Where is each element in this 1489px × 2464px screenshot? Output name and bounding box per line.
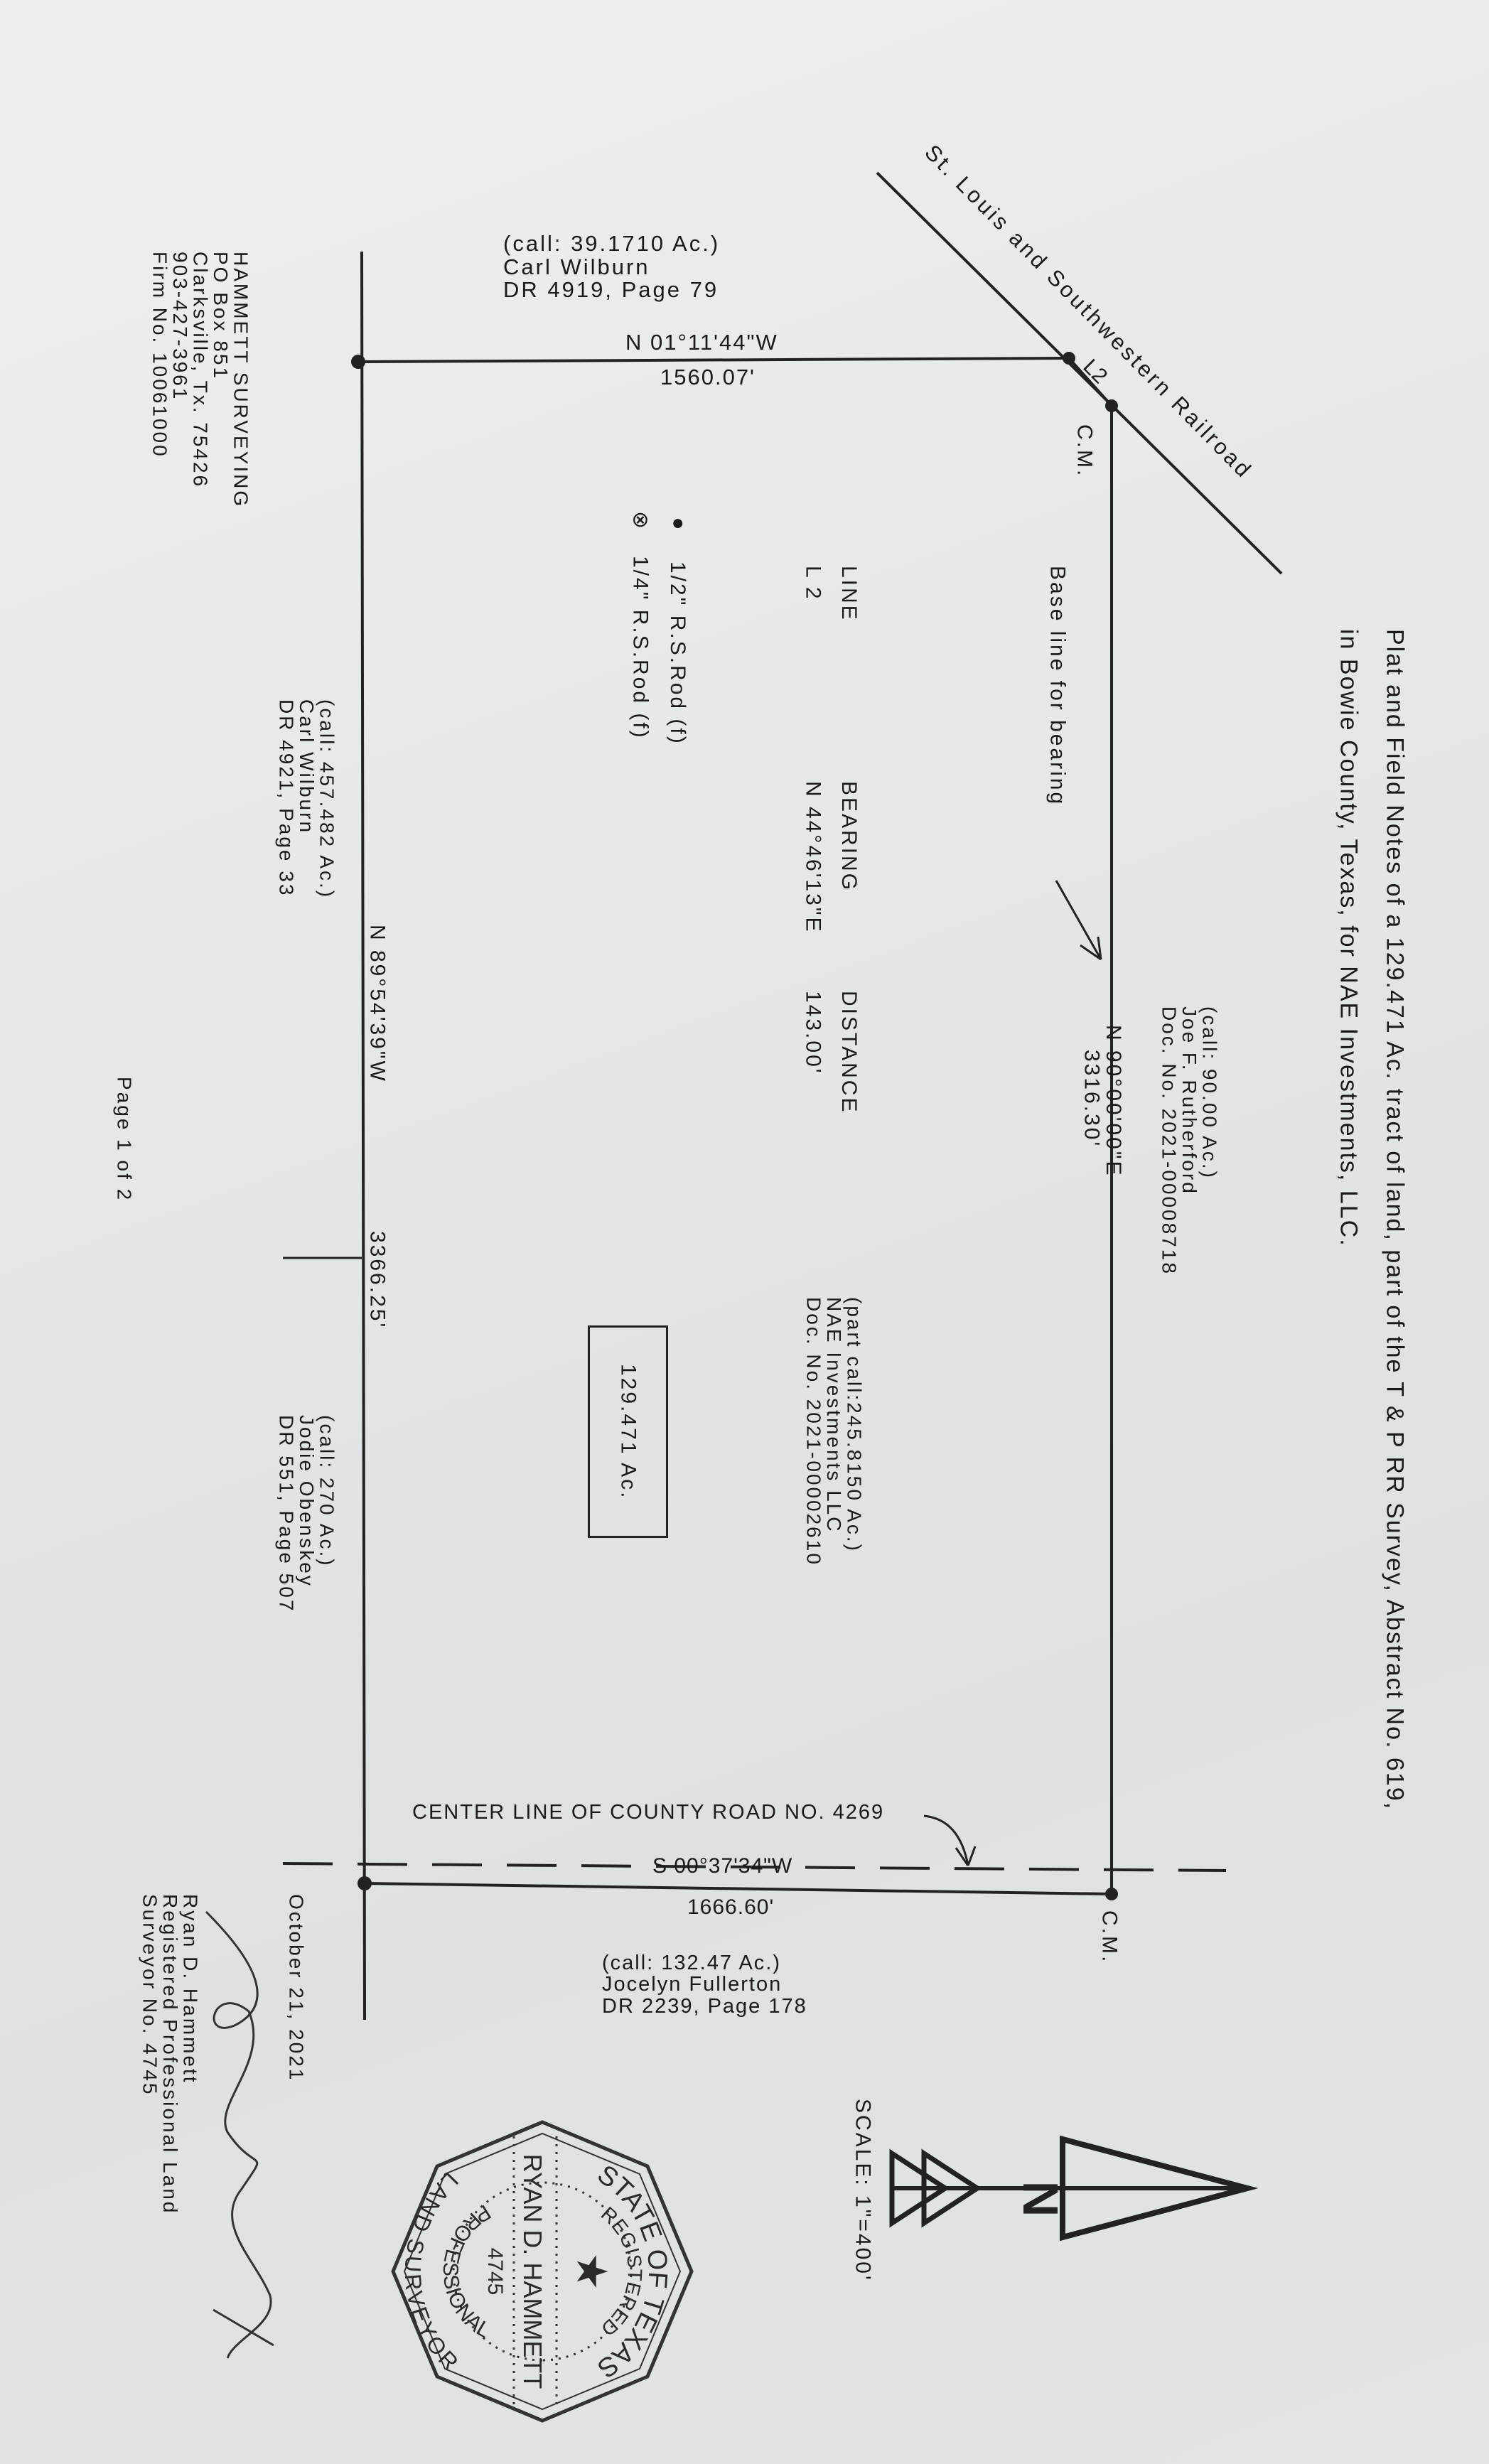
adjoiner-call: (part call:245.8150 Ac.) [843, 1297, 866, 1553]
adjoiner-owner: Carl Wilburn [503, 254, 650, 279]
line-table-cell: N 44°46'13"E [801, 781, 825, 934]
page-label: Page 1 of 2 [113, 1077, 136, 1203]
base-line-leader-arrow [1055, 880, 1102, 961]
adjoiner-record: DR 4921, Page 33 [275, 699, 298, 898]
adjoiner-owner: Jodie Obenskey [296, 1415, 318, 1588]
railroad-line [876, 171, 1283, 575]
south-boundary-line [364, 1882, 1112, 1895]
legend-item: ⊗ 1/4" R.S.Rod (f) [628, 511, 652, 746]
date-label: October 21, 2021 [285, 1894, 308, 2082]
adjoiner-call: (call: 132.47 Ac.) [602, 1952, 781, 1974]
plat-title: Plat and Field Notes of a 129.471 Ac. tr… [1335, 629, 1409, 1811]
surveyor-block: Ryan D. Hammett Registered Professional … [139, 1894, 202, 2215]
line-table-header: BEARING [837, 781, 861, 893]
base-line-label: Base line for bearing [1045, 566, 1070, 807]
adjoiner-owner: NAE Investments LLC [823, 1297, 846, 1534]
title-line-1: Plat and Field Notes of a 129.471 Ac. tr… [1381, 629, 1409, 1811]
county-road-centerline [282, 1862, 1227, 1872]
line-table-header: DISTANCE [837, 991, 861, 1114]
adjoiner-record: Doc. No. 2021-00002610 [802, 1297, 825, 1566]
legend-item: ● 1/2" R.S.Rod (f) [666, 511, 690, 746]
adjoiner-wilburn-west: (call: 457.482 Ac.) Carl Wilburn DR 4921… [275, 699, 338, 900]
adjoiner-wilburn-north: (call: 39.1710 Ac.) Carl Wilburn DR 4919… [503, 232, 720, 302]
surveyor-number: Surveyor No. 4745 [139, 1894, 161, 2097]
title-line-2: in Bowie County, Texas, for NAE Investme… [1335, 629, 1362, 1247]
west-line-bearing: N 89°54'39"W [365, 925, 389, 1083]
legend: ● 1/2" R.S.Rod (f) ⊗ 1/4" R.S.Rod (f) [628, 511, 690, 746]
east-line-distance: 3316.30' [1080, 1050, 1104, 1148]
adjoiner-record: DR 551, Page 507 [275, 1415, 298, 1613]
adjoiner-owner: Jocelyn Fullerton [602, 1973, 783, 1996]
cm-label-north: C.M. [1073, 424, 1097, 478]
firm-city: Clarksville, Tx. 75426 [189, 252, 212, 489]
scale-label: SCALE: 1"=400' [851, 2099, 875, 2282]
seal-name-text: RYAN D. HAMMETT [518, 2154, 547, 2389]
cm-label-south: C.M. [1097, 1910, 1122, 1964]
north-arrow-icon [889, 2135, 1259, 2242]
adjoiner-call: (call: 270 Ac.) [316, 1415, 338, 1568]
firm-name: HAMMETT SURVEYING [230, 252, 252, 509]
adjoiner-owner: Carl Wilburn [296, 699, 318, 835]
adjoiner-record: DR 4919, Page 79 [503, 277, 719, 303]
west-line-distance: 3366.25' [365, 1231, 389, 1330]
north-arrow-letter: N [1013, 2181, 1068, 2217]
adjoiner-obenskey: (call: 270 Ac.) Jodie Obenskey DR 551, P… [275, 1415, 338, 1613]
firm-number: Firm No. 10061000 [149, 252, 171, 458]
l2-boundary-line [1068, 357, 1113, 407]
west-boundary-line [360, 251, 366, 2021]
tract-area-box: 129.471 Ac. [588, 1325, 668, 1538]
south-line-distance: 1666.60' [687, 1895, 775, 1919]
firm-block: HAMMETT SURVEYING PO Box 851 Clarksville… [149, 252, 252, 509]
seal-star-icon: ★ [568, 2252, 616, 2291]
rod-marker-icon [358, 1876, 372, 1890]
road-label-leader [923, 1814, 977, 1866]
adjoiner-fullerton: (call: 132.47 Ac.) Jocelyn Fullerton DR … [602, 1952, 807, 2018]
firm-address: PO Box 851 [210, 252, 232, 380]
tract-area: 129.471 Ac. [616, 1363, 640, 1500]
adjoiner-owner: Joe F. Rutherford [1178, 1006, 1201, 1195]
adjoiner-call: (call: 39.1710 Ac.) [503, 231, 721, 256]
road-centerline-label: CENTER LINE OF COUNTY ROAD NO. 4269 [412, 1801, 885, 1824]
surveyor-name: Ryan D. Hammett [179, 1894, 202, 2084]
quarter-inch-rod-icon: ⊗ [628, 511, 652, 532]
seal-number-text: 4745 [483, 2248, 507, 2296]
east-line-call: N 90°00'00"E 3316.30' [1080, 1025, 1126, 1178]
legend-label: 1/2" R.S.Rod (f) [666, 561, 690, 746]
east-line-bearing: N 90°00'00"E [1102, 1025, 1126, 1178]
north-line-bearing: N 01°11'44"W [625, 330, 778, 355]
surveyor-signature [205, 1910, 274, 2359]
line-table-cell: L 2 [801, 566, 825, 601]
legend-label: 1/4" R.S.Rod (f) [628, 556, 652, 741]
adjoiner-nae: (part call:245.8150 Ac.) NAE Investments… [802, 1297, 866, 1566]
adjoiner-call: (call: 90.00 Ac.) [1198, 1006, 1221, 1180]
firm-phone: 903-427-3961 [169, 252, 192, 402]
rod-marker-icon [351, 355, 365, 369]
half-inch-rod-icon: ● [666, 511, 690, 537]
rod-marker-icon [1063, 352, 1075, 365]
south-line-bearing: S 00°37'34"W [652, 1854, 793, 1878]
north-line-distance: 1560.07' [660, 365, 756, 389]
adjoiner-record: DR 2239, Page 178 [602, 1994, 807, 2018]
adjoiner-rutherford: (call: 90.00 Ac.) Joe F. Rutherford Doc.… [1158, 1006, 1221, 1276]
line-table-col-bearing: BEARING N 44°46'13"E [801, 781, 861, 934]
rod-marker-icon [1105, 1888, 1118, 1900]
adjoiner-record: Doc. No. 2021-00008718 [1158, 1006, 1181, 1276]
rod-marker-icon [1105, 399, 1118, 412]
line-table-cell: 143.00' [801, 991, 825, 1075]
surveyor-title: Registered Professional Land [159, 1894, 182, 2215]
surveyor-seal: STATE OF TEXAS REGISTERED ★ RYAN D. HAMM… [391, 2120, 694, 2423]
line-table-col-distance: DISTANCE 143.00' [801, 991, 861, 1114]
line-table-header: LINE [837, 566, 861, 622]
adjoiner-call: (call: 457.482 Ac.) [316, 699, 338, 900]
line-table-col-line: LINE L 2 [801, 566, 861, 622]
north-boundary-line [358, 357, 1070, 363]
